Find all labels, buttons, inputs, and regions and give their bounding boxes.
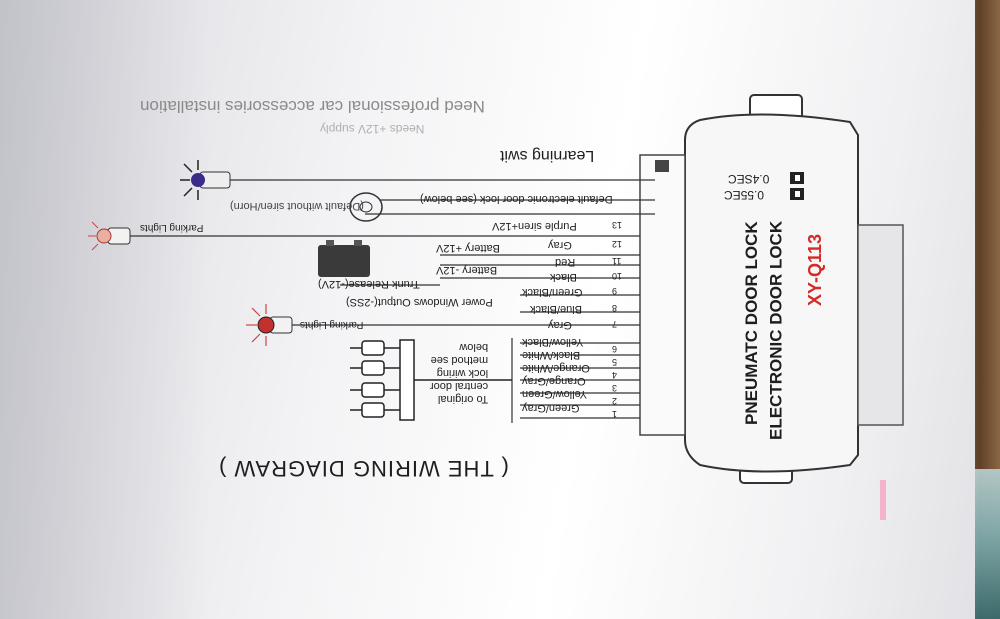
parking-lights-top-label: Parking Lights bbox=[140, 222, 204, 233]
battery-icon bbox=[318, 240, 370, 277]
power-windows-label: Power Windows Output(-2SS) bbox=[346, 296, 493, 308]
battery-plus-label: Battery +12V bbox=[436, 242, 500, 254]
module-title-wrap: ELECTRONIC DOOR LOCK PNEUMATC DOOR LOCK bbox=[742, 221, 786, 440]
central-lock-note: To original central door lock wiring met… bbox=[430, 340, 488, 405]
module-model: XY-Q113 bbox=[805, 233, 825, 306]
module-model-wrap: XY-Q113 bbox=[796, 226, 826, 306]
wire-10-num: 10 bbox=[612, 271, 623, 281]
sheet-shadow bbox=[0, 0, 210, 619]
wire-7-label: Gray bbox=[548, 319, 572, 331]
wire-3-label: Orange/Gray bbox=[522, 375, 586, 387]
central-lock-note-line: below bbox=[459, 341, 489, 353]
wire-6-num: 6 bbox=[612, 344, 618, 354]
learning-switch-plug bbox=[655, 160, 669, 172]
door-lock-actuators-icon bbox=[350, 339, 512, 421]
wire-5-label: Black/White bbox=[522, 349, 581, 361]
parking-light-bulb-bottom-icon bbox=[246, 304, 293, 346]
faded-note-mid: Needs +12V supply bbox=[320, 122, 425, 136]
diagram-title: ( THE WIRING DIAGRAW ) bbox=[218, 456, 509, 481]
central-lock-note-line: method see bbox=[430, 354, 489, 366]
module-housing bbox=[684, 113, 859, 473]
wire-11-label: Red bbox=[555, 256, 576, 268]
module-title-line2: PNEUMATC DOOR LOCK bbox=[742, 220, 761, 425]
wire-13-label: Purple siren+12V bbox=[492, 220, 577, 232]
wire-13-num: 13 bbox=[612, 220, 623, 230]
learning-switch-label: Learning swit bbox=[500, 147, 595, 164]
wire-11-num: 11 bbox=[612, 256, 622, 266]
wire-8-label: Blue/Black bbox=[530, 303, 582, 315]
wire-1-label: Green/Gray bbox=[522, 402, 580, 414]
wire-10-label: Black bbox=[550, 271, 577, 283]
control-module bbox=[684, 94, 904, 484]
wire-3-num: 3 bbox=[612, 383, 618, 393]
siren-note: (Default without siren/Horn) bbox=[230, 200, 364, 212]
wire-6-label: Yellow/Black bbox=[522, 336, 584, 348]
central-lock-note-line: lock wiring bbox=[436, 367, 489, 379]
wire-8-num: 8 bbox=[612, 303, 618, 313]
parking-lights-bottom-label: Parking Lights bbox=[300, 319, 364, 330]
siren-coil-icon bbox=[349, 192, 383, 222]
wire-connector bbox=[639, 154, 686, 436]
module-side-flap bbox=[857, 224, 904, 426]
module-title-line1: ELECTRONIC DOOR LOCK bbox=[766, 220, 786, 440]
red-ink-mark bbox=[880, 480, 886, 520]
siren-led-icon bbox=[180, 160, 231, 200]
parking-light-bulb-top-icon bbox=[88, 221, 131, 251]
wire-9-num: 9 bbox=[612, 286, 618, 296]
wire-4-num: 4 bbox=[612, 370, 618, 380]
trunk-release-label: Trunk Release(-12V) bbox=[318, 278, 420, 290]
wire-2-num: 2 bbox=[612, 396, 618, 406]
wire-9-label: Green/Black bbox=[522, 286, 583, 298]
wire-2-label: Yellow/Green bbox=[522, 388, 588, 400]
timer-label-b: 0.55EC bbox=[724, 188, 765, 202]
wire-4-label: Orange/White bbox=[522, 362, 590, 374]
faded-note-top: Need professional car accessories instal… bbox=[140, 97, 485, 116]
central-lock-note-line: To original bbox=[437, 393, 489, 405]
timer-label-a: 0.4SEC bbox=[728, 172, 770, 186]
central-lock-note-line: central door bbox=[430, 380, 489, 392]
default-lock-note: Default electronic door lock (see below) bbox=[420, 193, 613, 205]
wire-lines bbox=[130, 179, 655, 423]
wire-12-num: 12 bbox=[612, 239, 623, 249]
wire-7-num: 7 bbox=[612, 319, 618, 329]
wire-1-num: 1 bbox=[612, 409, 618, 419]
wire-5-num: 5 bbox=[612, 357, 618, 367]
battery-minus-label: Battery -12V bbox=[436, 264, 498, 276]
wire-12-label: Gray bbox=[548, 239, 572, 251]
